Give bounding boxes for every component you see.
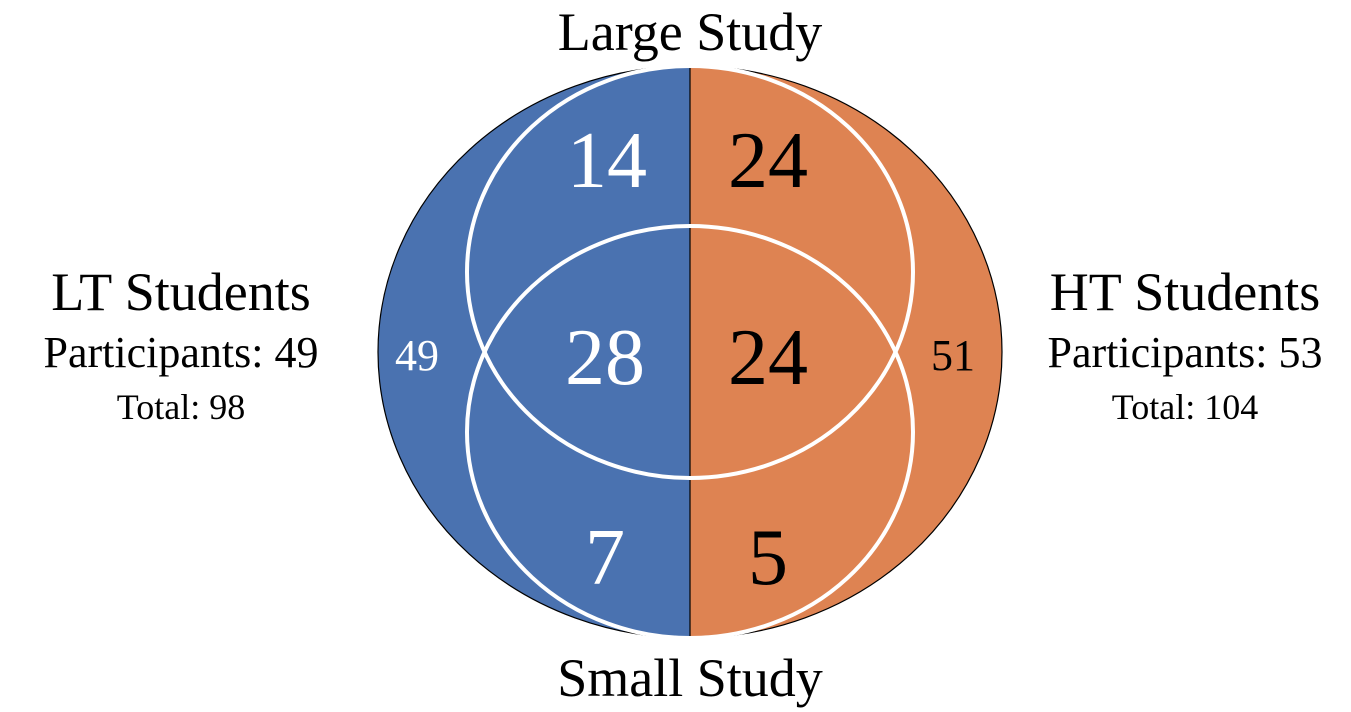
lt-participants: Participants: 49 [43,328,319,377]
region-ht-both: 24 [728,314,808,402]
region-lt-neither: 49 [395,331,439,380]
region-ht-large-only: 24 [728,117,808,205]
region-lt-small-only: 7 [585,514,625,602]
region-ht-small-only: 5 [748,514,788,602]
region-lt-both: 28 [565,314,645,402]
small-study-label: Small Study [557,648,823,708]
region-lt-large-only: 14 [567,117,647,205]
large-study-label: Large Study [558,2,822,62]
large-study-circle [465,64,915,480]
lt-students-half [378,66,690,638]
ht-total: Total: 104 [1111,387,1259,427]
region-ht-neither: 51 [931,331,975,380]
ht-students-half [690,66,1002,638]
ht-participants: Participants: 53 [1047,328,1323,377]
lt-total: Total: 98 [116,387,246,427]
lt-students-title: LT Students [51,262,311,322]
small-study-circle [465,224,915,640]
ht-students-title: HT Students [1049,262,1321,322]
